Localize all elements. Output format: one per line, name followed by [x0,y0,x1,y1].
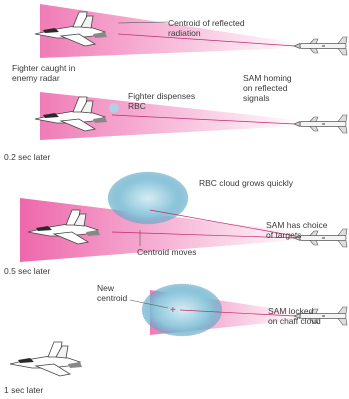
label-fighter-dispenses: Fighter dispenses RBC [128,91,195,111]
time-label: 0.5 sec later [4,266,50,276]
panel-4: + [10,284,347,376]
rbc-release [109,103,119,113]
label-new-centroid: New centroid [97,283,127,303]
sam-missile [294,115,347,133]
label-sam-homing: SAM homing on reflected signals [243,73,292,103]
label-rbc-cloud: RBC cloud grows quickly [199,178,293,188]
label-centroid-moves: Centroid moves [137,247,197,257]
time-label: 1 sec later [4,385,43,395]
sam-missile [294,37,347,55]
centroid-mark: + [170,305,176,316]
label-centroid-reflected: Centroid of reflected radiation [168,18,245,38]
chaff-cloud [108,172,188,224]
label-sam-locked: SAM locked on chaff cloud [268,306,321,326]
label-fighter-caught: Fighter caught in enemy radar [12,63,75,83]
fighter-jet [10,342,82,376]
time-label: 0.2 sec later [4,152,50,162]
label-sam-choice: SAM has choice of targets [266,220,327,240]
